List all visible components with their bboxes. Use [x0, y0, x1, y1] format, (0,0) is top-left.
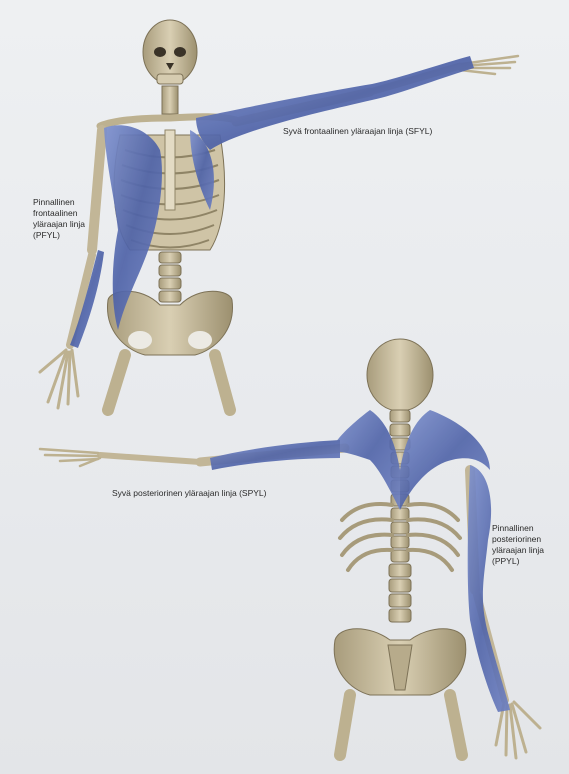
- label-pfyl-line: Pinnallinen: [33, 197, 85, 208]
- label-spyl-line: Syvä posteriorinen yläraajan linja (SPYL…: [112, 488, 267, 499]
- front-skeleton: [40, 20, 518, 410]
- label-pfyl-line: frontaalinen: [33, 208, 85, 219]
- label-sfyl: Syvä frontaalinen yläraajan linja (SFYL): [283, 126, 432, 137]
- label-spyl: Syvä posteriorinen yläraajan linja (SPYL…: [112, 488, 267, 499]
- label-ppyl-line: yläraajan linja: [492, 545, 544, 556]
- label-ppyl-line: Pinnallinen: [492, 523, 544, 534]
- label-ppyl-line: posteriorinen: [492, 534, 544, 545]
- label-pfyl-line: (PFYL): [33, 230, 85, 241]
- label-ppyl-line: (PPYL): [492, 556, 544, 567]
- label-ppyl: Pinnallinen posteriorinen yläraajan linj…: [492, 523, 544, 567]
- label-pfyl-line: yläraajan linja: [33, 219, 85, 230]
- label-pfyl: Pinnallinen frontaalinen yläraajan linja…: [33, 197, 85, 241]
- label-sfyl-line: Syvä frontaalinen yläraajan linja (SFYL): [283, 126, 432, 137]
